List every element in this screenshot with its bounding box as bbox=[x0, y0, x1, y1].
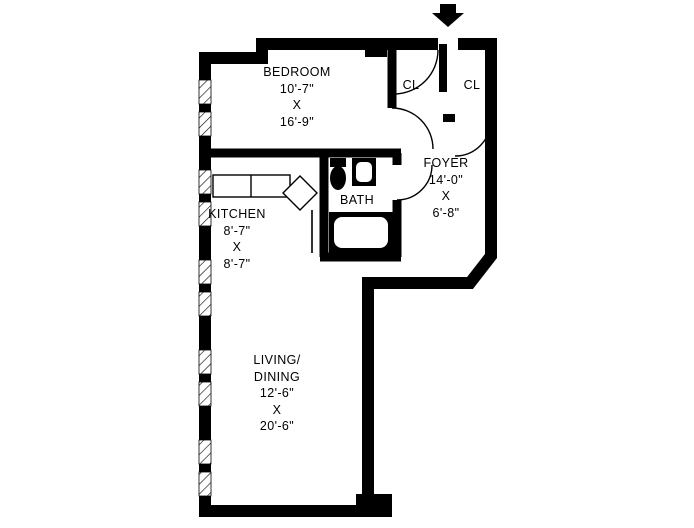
window-hatch bbox=[198, 201, 212, 227]
room-dim: 6'-8" bbox=[432, 205, 460, 220]
room-name: BEDROOM bbox=[263, 65, 331, 79]
room-dim-x: X bbox=[232, 240, 242, 254]
closet-right-label: CL bbox=[464, 77, 481, 94]
window-hatch bbox=[198, 439, 212, 465]
door-arc-bath bbox=[396, 164, 433, 201]
door-arc-closet-right bbox=[454, 119, 492, 157]
room-dim-x: X bbox=[272, 402, 282, 417]
wall-column-bottom-right bbox=[356, 494, 392, 517]
foyer-label: FOYER 14'-0" X 6'-8" bbox=[423, 155, 468, 221]
bath-label: BATH bbox=[340, 192, 374, 209]
room-dim: 8'-7" bbox=[223, 256, 251, 271]
room-name: LIVING/ bbox=[253, 353, 301, 367]
room-name: BATH bbox=[339, 193, 375, 207]
entrance-arrow-icon bbox=[432, 4, 464, 27]
window-hatch bbox=[198, 259, 212, 285]
room-dim: 14'-0" bbox=[428, 172, 464, 187]
kitchen-fixtures bbox=[212, 174, 318, 211]
window-hatch bbox=[198, 111, 212, 137]
room-name: KITCHEN bbox=[208, 207, 266, 221]
door-arcs bbox=[391, 49, 492, 201]
living-dining-label: LIVING/ DINING 12'-6" X 20'-6" bbox=[253, 352, 300, 435]
window-hatch bbox=[198, 291, 212, 317]
interior-walls bbox=[199, 44, 455, 262]
room-dim: 16'-9" bbox=[279, 114, 315, 129]
bedroom-label: BEDROOM 10'-7" X 16'-9" bbox=[263, 64, 330, 130]
room-dim-x: X bbox=[292, 98, 302, 112]
door-arc-bedroom bbox=[391, 107, 434, 150]
room-name: CL bbox=[402, 78, 420, 92]
room-dim: 20'-6" bbox=[259, 419, 295, 433]
window-hatch bbox=[198, 381, 212, 407]
room-dim: 10'-7" bbox=[279, 81, 315, 96]
toilet bbox=[330, 158, 346, 190]
bath-fixtures bbox=[329, 158, 393, 253]
door-arc-closet-left bbox=[393, 49, 439, 95]
sink bbox=[352, 158, 376, 186]
room-name: CL bbox=[463, 78, 481, 92]
window-hatch bbox=[198, 471, 212, 497]
kitchen-door-diamond bbox=[282, 175, 318, 211]
left-wall-windows bbox=[198, 79, 212, 497]
room-dim-x: X bbox=[441, 189, 451, 203]
room-dim: 12'-6" bbox=[259, 386, 295, 400]
room-name: FOYER bbox=[423, 156, 469, 170]
bathtub bbox=[329, 212, 393, 253]
kitchen-label: KITCHEN 8'-7" X 8'-7" bbox=[208, 206, 266, 272]
wall-column-top bbox=[365, 38, 387, 57]
room-name: DINING bbox=[253, 369, 301, 384]
room-dim: 8'-7" bbox=[223, 223, 251, 238]
window-hatch bbox=[198, 349, 212, 375]
window-hatch bbox=[198, 169, 212, 195]
window-hatch bbox=[198, 79, 212, 105]
closet-left-label: CL bbox=[403, 77, 420, 94]
